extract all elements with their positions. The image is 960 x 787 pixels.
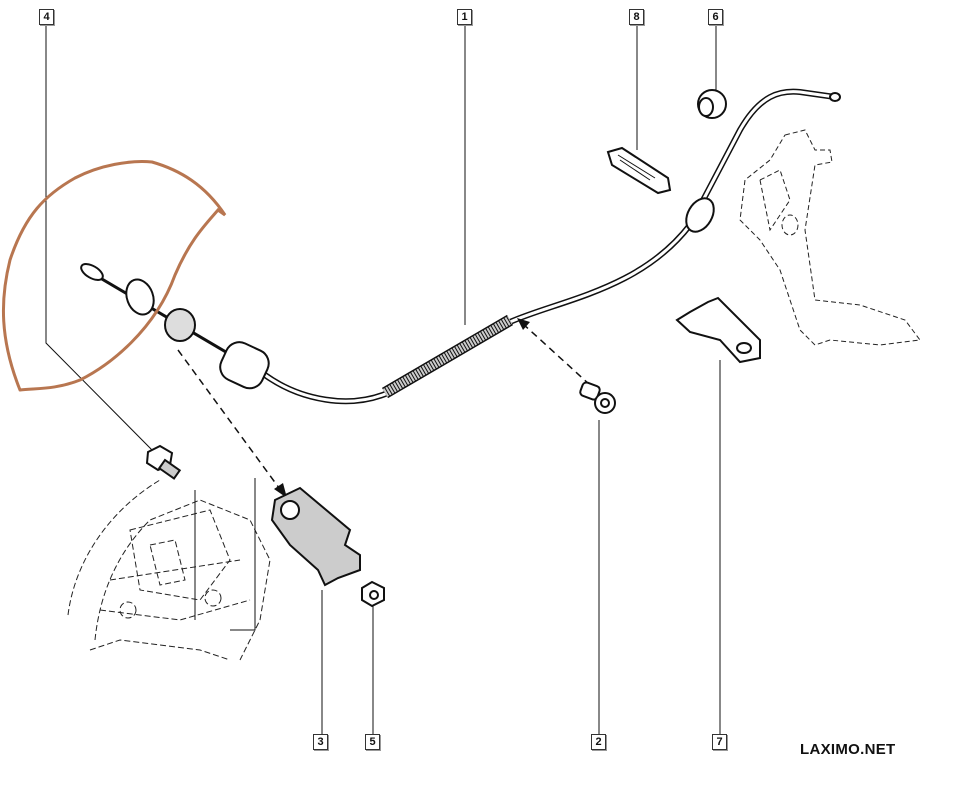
nut-part bbox=[361, 580, 385, 608]
pedal-bracket-part bbox=[675, 296, 761, 364]
engine-housing-outline bbox=[67, 479, 271, 661]
callout-3[interactable]: 3 bbox=[313, 734, 328, 750]
freehand-annotation bbox=[1, 160, 227, 392]
bracket-mount-line-2 bbox=[230, 478, 256, 631]
callout-1[interactable]: 1 bbox=[457, 9, 472, 25]
pedal-pad-part bbox=[606, 146, 672, 195]
bolt-part bbox=[145, 444, 182, 480]
bushing-part bbox=[697, 89, 727, 119]
callout-4[interactable]: 4 bbox=[39, 9, 54, 25]
assembly-arrows bbox=[177, 322, 591, 493]
callout-6[interactable]: 6 bbox=[708, 9, 723, 25]
cable-end-fittings bbox=[80, 92, 841, 390]
watermark: LAXIMO.NET bbox=[800, 741, 896, 758]
arrow-head-clip bbox=[517, 318, 530, 330]
leader-lines bbox=[45, 25, 721, 734]
leader-line-4 bbox=[45, 25, 156, 454]
arrow-head-bracket bbox=[274, 483, 287, 498]
cable-clip-part bbox=[579, 381, 616, 414]
callout-8[interactable]: 8 bbox=[629, 9, 644, 25]
pedal-assembly-outline bbox=[739, 129, 921, 346]
cable-bracket-part bbox=[270, 486, 361, 587]
clutch-cable bbox=[89, 88, 836, 405]
callout-5[interactable]: 5 bbox=[365, 734, 380, 750]
callout-7[interactable]: 7 bbox=[712, 734, 727, 750]
callout-2[interactable]: 2 bbox=[591, 734, 606, 750]
